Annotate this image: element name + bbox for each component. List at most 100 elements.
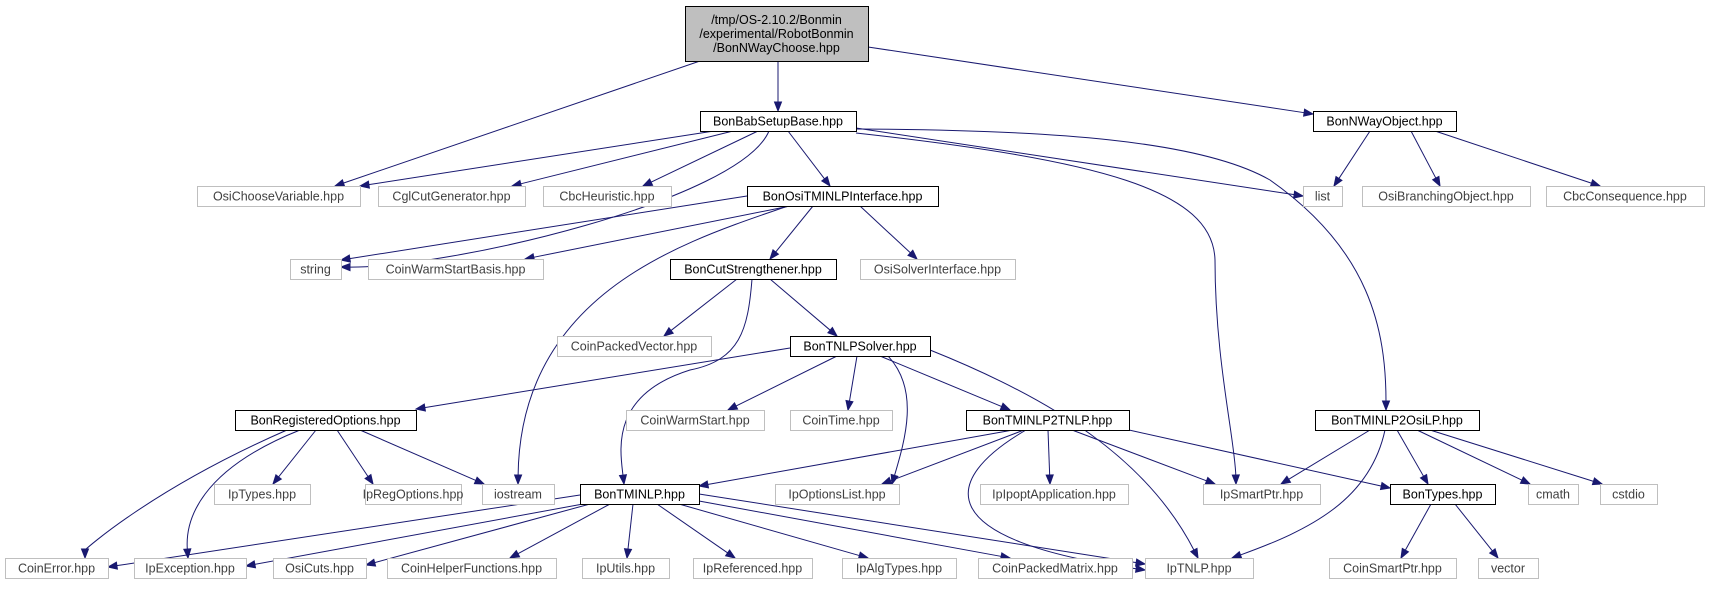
edge-line: [698, 493, 1138, 564]
node-nwayobj[interactable]: BonNWayObject.hpp: [1313, 111, 1457, 132]
node-box: [1528, 484, 1579, 505]
arrowhead-icon: [364, 558, 377, 567]
node-tminlp2tnlp[interactable]: BonTMINLP2TNLP.hpp: [966, 410, 1130, 431]
arrowhead-icon: [364, 473, 374, 486]
edge-line: [1416, 429, 1523, 482]
arrowhead-icon: [508, 549, 521, 559]
edge-ositminlp-to-iostream: [513, 205, 789, 486]
arrowhead-icon: [1431, 175, 1441, 188]
arrowhead-icon: [1381, 400, 1391, 412]
arrowhead-icon: [513, 474, 523, 486]
edge-cutstr-to-coinpv: [662, 278, 738, 337]
node-label: BonTypes.hpp: [1403, 488, 1483, 502]
edge-tminlp2tnlp-to-ipoptslist: [880, 429, 1025, 485]
node-label: CoinHelperFunctions.hpp: [401, 562, 542, 576]
node-label: IpOptionsList.hpp: [788, 488, 885, 502]
edge-line: [1434, 130, 1593, 184]
node-iptypes: IpTypes.hpp: [214, 484, 311, 505]
edge-tnlpsolver-to-cointime: [845, 355, 858, 412]
node-box: [273, 558, 367, 579]
node-babsetup[interactable]: BonBabSetupBase.hpp: [700, 111, 857, 132]
node-tminlp[interactable]: BonTMINLP.hpp: [580, 484, 700, 505]
edge-line: [1071, 429, 1208, 482]
node-coinerror: CoinError.hpp: [5, 558, 109, 579]
node-cglcut: CglCutGenerator.hpp: [378, 186, 526, 207]
node-box: [580, 484, 700, 505]
edge-line: [359, 429, 477, 482]
node-vector: vector: [1478, 558, 1539, 579]
node-box: [693, 558, 813, 579]
edge-cutstr-to-tnlpsolver: [769, 278, 839, 337]
node-label: IpException.hpp: [145, 562, 235, 576]
arrowhead-icon: [726, 402, 739, 411]
arrowhead-icon: [1230, 550, 1243, 559]
edge-root-to-nwayobj: [867, 46, 1315, 117]
arrowhead-icon: [1189, 547, 1199, 560]
edge-nwayobj-to-list: [1333, 130, 1371, 188]
node-cutstr[interactable]: BonCutStrengthener.hpp: [670, 259, 837, 280]
node-iostream: iostream: [482, 484, 555, 505]
node-label: BonRegisteredOptions.hpp: [250, 414, 400, 428]
edge-regopts-to-iptypes: [272, 429, 317, 486]
edge-line: [1404, 503, 1432, 552]
node-label: OsiBranchingObject.hpp: [1378, 190, 1514, 204]
node-ositminlp[interactable]: BonOsiTMINLPInterface.hpp: [747, 186, 939, 207]
edge-babsetup-to-ositminlp: [787, 130, 831, 188]
node-box: [290, 259, 342, 280]
node-label: /BonNWayChoose.hpp: [713, 41, 840, 55]
node-regopts[interactable]: BonRegisteredOptions.hpp: [235, 410, 417, 431]
edge-cutstr-to-tminlp: [618, 278, 753, 486]
node-iptnlp: IpTNLP.hpp: [1145, 558, 1254, 579]
node-osisolver: OsiSolverInterface.hpp: [860, 259, 1016, 280]
node-box: [368, 259, 544, 280]
arrowhead-icon: [80, 548, 90, 560]
edge-line: [423, 347, 791, 409]
edge-line: [1128, 429, 1383, 487]
node-box: [1315, 410, 1480, 431]
arrowhead-icon: [272, 473, 283, 486]
node-box: [790, 410, 893, 431]
node-box: [685, 6, 869, 62]
edge-line: [1287, 429, 1371, 481]
edge-tminlp-to-coinhelper: [508, 503, 611, 559]
node-cbccons: CbcConsequence.hpp: [1546, 186, 1705, 207]
arrowhead-icon: [724, 549, 737, 559]
edge-nwayobj-to-osibranch: [1410, 130, 1441, 188]
node-ipalgtypes: IpAlgTypes.hpp: [842, 558, 957, 579]
arrowhead-icon: [907, 249, 919, 260]
node-tnlpsolver[interactable]: BonTNLPSolver.hpp: [790, 336, 931, 357]
node-label: string: [300, 263, 331, 277]
node-ipexception: IpException.hpp: [134, 558, 247, 579]
edge-tminlp-to-ipreferenced: [656, 503, 737, 559]
edge-line: [774, 205, 814, 254]
node-label: OsiChooseVariable.hpp: [213, 190, 344, 204]
node-label: IpReferenced.hpp: [703, 562, 802, 576]
node-tminlp2osilp[interactable]: BonTMINLP2OsiLP.hpp: [1315, 410, 1480, 431]
node-box: [1145, 558, 1254, 579]
edge-line: [929, 349, 1195, 552]
arrowhead-icon: [845, 399, 854, 412]
arrowhead-icon: [1134, 558, 1147, 567]
node-label: CoinPackedVector.hpp: [571, 340, 698, 354]
node-box: [1313, 111, 1457, 132]
arrowhead-icon: [339, 262, 351, 272]
node-box: [1546, 186, 1705, 207]
edge-bontypes-to-vector: [1454, 503, 1499, 560]
node-cbcheur: CbcHeuristic.hpp: [543, 186, 672, 207]
arrowhead-icon: [827, 326, 839, 337]
node-box: [700, 111, 857, 132]
edge-bontypes-to-coinsp: [1400, 503, 1432, 560]
node-bontypes[interactable]: BonTypes.hpp: [1390, 484, 1496, 505]
arrowhead-icon: [244, 560, 257, 569]
arrowhead-icon: [339, 254, 352, 263]
edge-line: [855, 128, 1387, 403]
edge-line: [678, 503, 861, 557]
edge-tminlp-to-ipexception: [244, 503, 584, 569]
node-box: [1203, 484, 1321, 505]
node-box: [378, 186, 526, 207]
node-root[interactable]: /tmp/OS-2.10.2/Bonmin/experimental/Robot…: [685, 6, 869, 62]
node-box: [790, 336, 931, 357]
edge-line: [887, 355, 908, 477]
node-box: [1303, 186, 1343, 207]
node-label: vector: [1491, 562, 1525, 576]
